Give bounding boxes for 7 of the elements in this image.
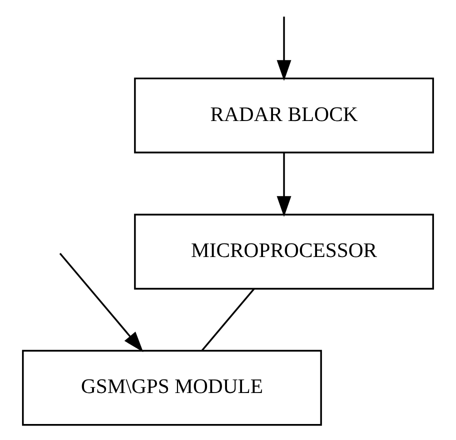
arrow — [276, 152, 292, 217]
arrow — [59, 252, 144, 352]
node-box: RADAR BLOCK — [134, 78, 434, 154]
node-box: GSM\GPS MODULE — [22, 350, 322, 426]
connector — [201, 288, 255, 351]
arrow — [276, 16, 292, 81]
node-box: MICROPROCESSOR — [134, 214, 434, 290]
